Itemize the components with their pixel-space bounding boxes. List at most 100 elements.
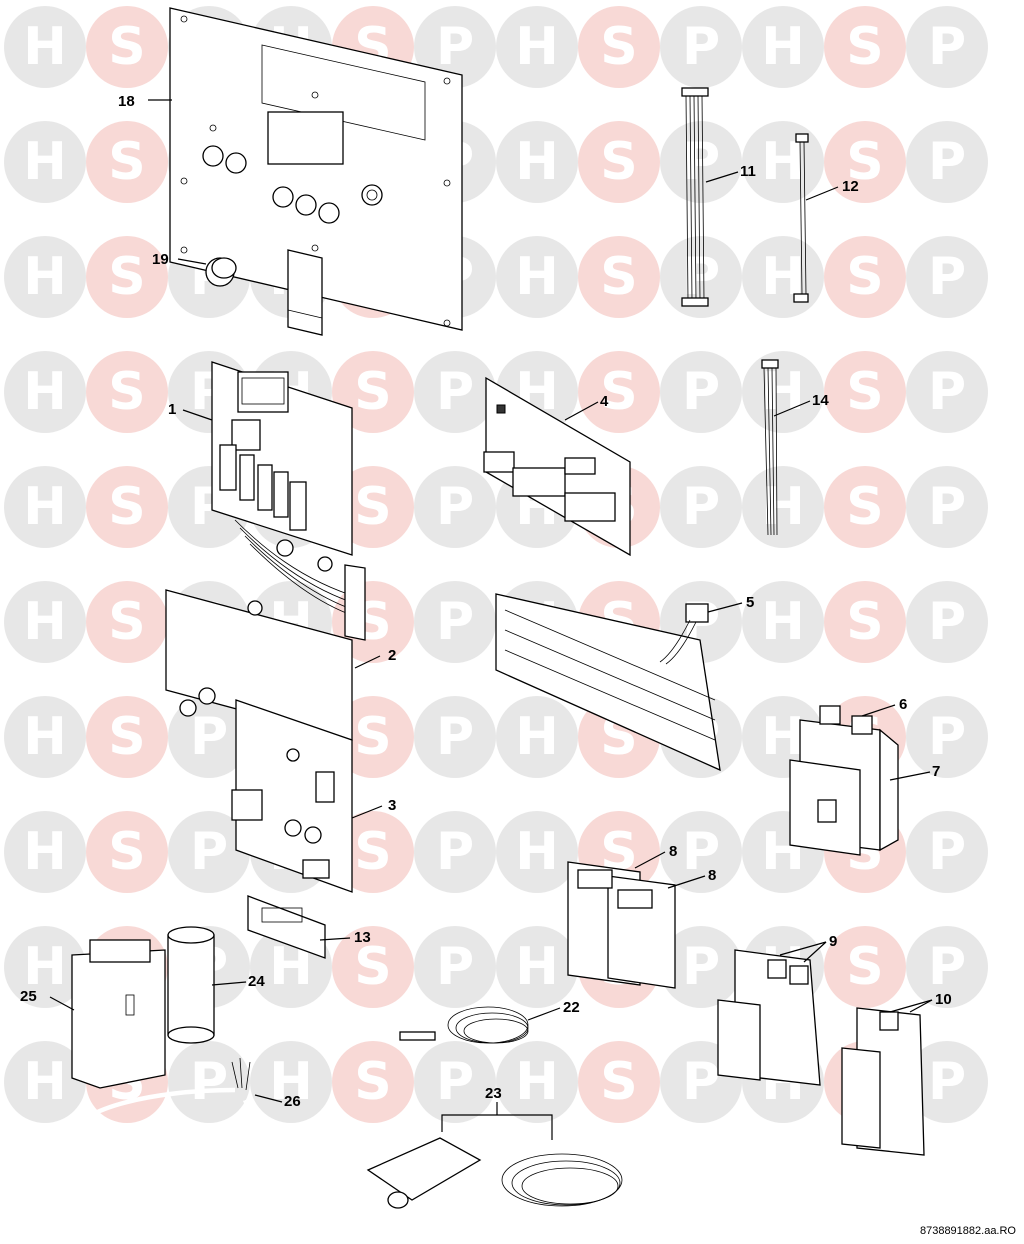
watermark-circle [824,121,906,203]
watermark-circle [660,6,742,88]
drawing-reference: 8738891882.aa.RO [920,1225,1016,1237]
watermark-letter: S [354,1052,391,1112]
callout-18: 18 [118,93,135,110]
part-19-knob[interactable] [205,257,237,287]
watermark-letter: P [928,937,966,997]
part-8-contactors[interactable] [567,861,676,989]
watermark-letter: P [436,592,474,652]
watermark-letter: P [928,707,966,767]
watermark-letter: H [23,937,67,997]
part-5-terminal-block[interactable] [495,593,721,772]
watermark-letter: S [354,822,391,882]
callout-13: 13 [354,929,371,946]
watermark-circle [496,1041,578,1123]
watermark-circle [4,811,86,893]
watermark-circle [496,236,578,318]
watermark-circle [578,6,660,88]
watermark-circle [4,1041,86,1123]
watermark-letter: S [846,592,883,652]
watermark-letter: P [436,362,474,422]
watermark-circle [4,581,86,663]
watermark-circle [742,466,824,548]
watermark-letter: S [846,362,883,422]
watermark-circle [906,811,988,893]
callout-labels: 18 19 1 2 3 4 5 6 7 8 8 9 10 11 12 14 13… [20,93,952,1110]
part-26-conduit[interactable] [67,1057,263,1195]
watermark-letter: S [600,17,637,77]
watermark-circle [906,696,988,778]
watermark-letter: S [846,937,883,997]
part-24-capacitor[interactable] [167,926,215,1044]
watermark-letter: S [108,132,145,192]
watermark-circle [578,236,660,318]
watermark-letter: P [436,937,474,997]
watermark-letter: H [23,132,67,192]
part-23-outdoor-sensor[interactable] [366,1137,623,1209]
callout-24: 24 [248,973,265,990]
watermark-circle [660,236,742,318]
watermark-circle [414,1041,496,1123]
watermark-letter: H [515,707,559,767]
part-12-cable[interactable] [793,133,809,303]
part-3-relay-pcb[interactable] [231,699,353,893]
watermark-letter: P [190,1052,228,1112]
watermark-circle [906,466,988,548]
part-22-sensor[interactable] [399,1006,529,1044]
watermark-circle [332,1041,414,1123]
watermark-circle [86,696,168,778]
watermark-letter: P [436,822,474,882]
watermark-circle [4,926,86,1008]
part-14-cable[interactable] [761,359,779,536]
watermark-circle [414,581,496,663]
part-25-transformer[interactable] [71,939,166,1089]
watermark-circle [4,696,86,778]
watermark-circle [906,1041,988,1123]
callout-3: 3 [388,797,396,814]
callout-12: 12 [842,178,859,195]
watermark-circle [578,351,660,433]
watermark-letter: H [23,362,67,422]
watermark-circle [168,1041,250,1123]
watermark-letter: P [928,362,966,422]
watermark-circle [86,811,168,893]
part-4-interface-pcb[interactable] [483,376,631,557]
callout-14: 14 [812,392,829,409]
watermark-letter: H [761,17,805,77]
part-6-7-main-switch[interactable] [789,705,899,856]
watermark-letter: P [682,937,720,997]
watermark-circle [86,121,168,203]
callout-26: 26 [284,1093,301,1110]
watermark-circle [414,926,496,1008]
watermark-circle [660,926,742,1008]
callout-23: 23 [485,1085,502,1102]
watermark-letter: P [928,132,966,192]
watermark-letter: H [515,17,559,77]
watermark-letter: S [354,362,391,422]
watermark-letter: S [108,592,145,652]
watermark-letter: S [846,17,883,77]
watermark-circle [824,236,906,318]
watermark-letter: H [515,1052,559,1112]
part-18-control-panel[interactable] [169,7,463,336]
watermark-circle [578,1041,660,1123]
callout-5: 5 [746,594,754,611]
part-10-mcb-single[interactable] [841,1007,925,1156]
callout-10: 10 [935,991,952,1008]
part-11-ribbon-cable[interactable] [681,87,709,307]
watermark-circle [496,121,578,203]
part-13-display-board[interactable] [247,895,326,959]
watermark-letter: H [23,707,67,767]
watermark-circle [906,121,988,203]
watermark-letter: H [515,132,559,192]
part-1-main-pcb[interactable] [211,361,361,619]
callout-8a: 8 [669,843,677,860]
part-2-mounting-plate[interactable] [165,564,366,741]
watermark-circle [4,236,86,318]
watermark-letter: P [682,362,720,422]
watermark-circle [824,926,906,1008]
watermark-letter: S [108,477,145,537]
watermark-letter: H [515,822,559,882]
callout-7: 7 [932,763,940,780]
part-9-mcb-pair[interactable] [717,949,821,1086]
